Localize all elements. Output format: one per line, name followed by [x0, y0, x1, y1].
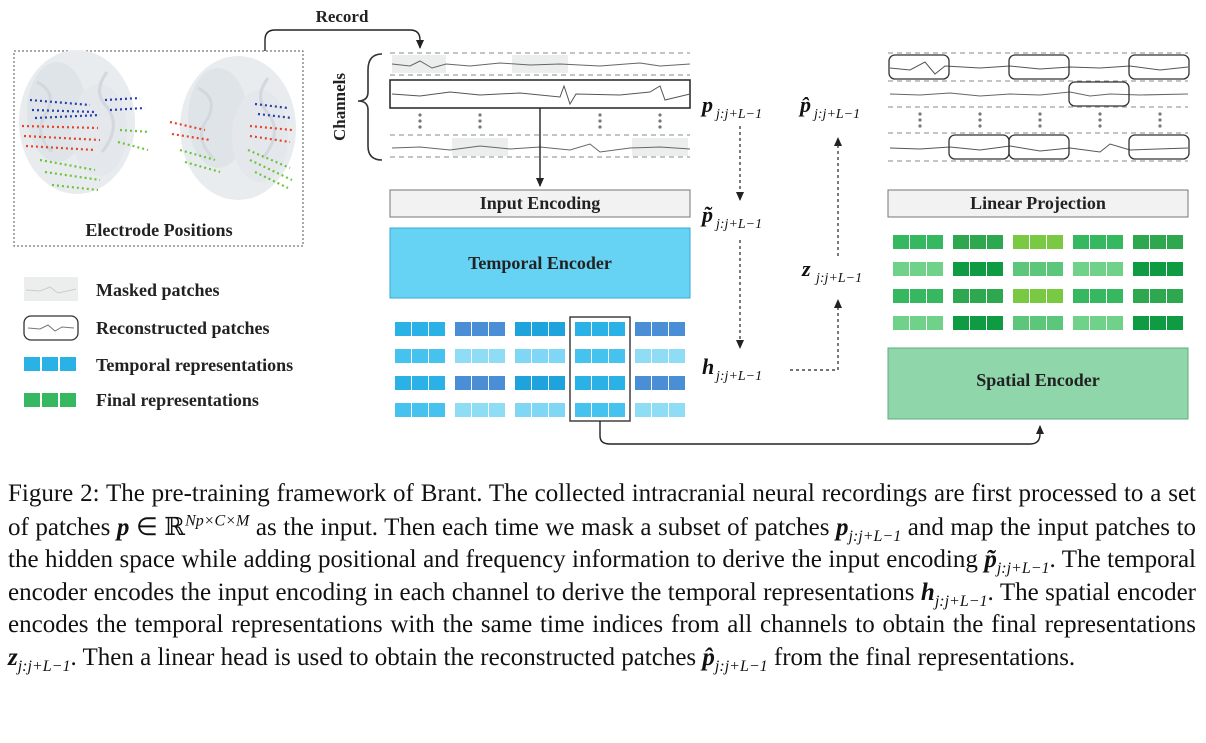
record-connector: Record — [264, 7, 424, 51]
input-encoding-label: Input Encoding — [480, 193, 601, 213]
electrode-positions-label: Electrode Positions — [85, 220, 232, 240]
legend: Masked patches Reconstructed patches Tem… — [23, 277, 293, 410]
math-z: z j:j+L−1 — [801, 256, 862, 286]
brain-right — [178, 54, 298, 202]
legend-temporal: Temporal representations — [24, 355, 293, 375]
temporal-encoder-label: Temporal Encoder — [468, 253, 612, 273]
svg-text:p: p — [700, 92, 713, 117]
svg-text:z: z — [801, 256, 811, 281]
legend-final: Final representations — [24, 390, 259, 410]
svg-text:j:j+L−1: j:j+L−1 — [814, 271, 862, 286]
svg-text:p̃: p̃ — [700, 202, 713, 227]
math-p: p j:j+L−1 — [700, 92, 762, 122]
math-phat: p̂ j:j+L−1 — [798, 92, 860, 122]
svg-text:Final representations: Final representations — [96, 390, 259, 410]
svg-text:Temporal representations: Temporal representations — [96, 355, 293, 375]
figure-caption: Figure 2: The pre-training framework of … — [8, 480, 1197, 675]
temporal-representation-grid — [395, 322, 685, 417]
legend-masked: Masked patches — [24, 277, 220, 301]
math-h: h j:j+L−1 — [702, 354, 762, 384]
legend-reconstructed: Reconstructed patches — [23, 315, 269, 341]
channels-brace — [357, 53, 383, 161]
channels-label: Channels — [330, 73, 349, 141]
temporal-encoder-box: Temporal Encoder — [389, 227, 691, 299]
svg-text:j:j+L−1: j:j+L−1 — [714, 107, 762, 122]
linear-projection-box: Linear Projection — [887, 189, 1189, 218]
linear-projection-label: Linear Projection — [970, 193, 1106, 213]
brain-left — [17, 48, 137, 196]
svg-text:Reconstructed patches: Reconstructed patches — [96, 318, 269, 338]
vdots-input — [418, 113, 662, 129]
vdots-reconstructed — [918, 112, 1162, 128]
svg-text:j:j+L−1: j:j+L−1 — [812, 107, 860, 122]
spatial-encoder-label: Spatial Encoder — [976, 370, 1100, 390]
final-representation-grid — [893, 235, 1183, 330]
svg-text:j:j+L−1: j:j+L−1 — [714, 369, 762, 384]
arrow-to-spatial-encoder — [599, 421, 1044, 445]
svg-text:h: h — [702, 354, 714, 379]
record-label: Record — [316, 7, 369, 26]
input-signals — [389, 52, 691, 158]
math-ptilde: p̃ j:j+L−1 — [700, 202, 762, 232]
dotted-arrows — [736, 126, 842, 371]
reconstructed-signals — [888, 52, 1190, 162]
input-encoding-box: Input Encoding — [389, 189, 691, 218]
electrode-positions-panel: Electrode Positions — [13, 48, 304, 247]
svg-text:p̂: p̂ — [798, 92, 811, 117]
svg-text:Masked patches: Masked patches — [96, 280, 220, 300]
svg-text:j:j+L−1: j:j+L−1 — [714, 217, 762, 232]
brant-framework-figure: Electrode Positions Record Channels Inpu… — [13, 7, 1190, 445]
spatial-encoder-box: Spatial Encoder — [887, 347, 1189, 420]
electrode-lines — [21, 96, 293, 192]
